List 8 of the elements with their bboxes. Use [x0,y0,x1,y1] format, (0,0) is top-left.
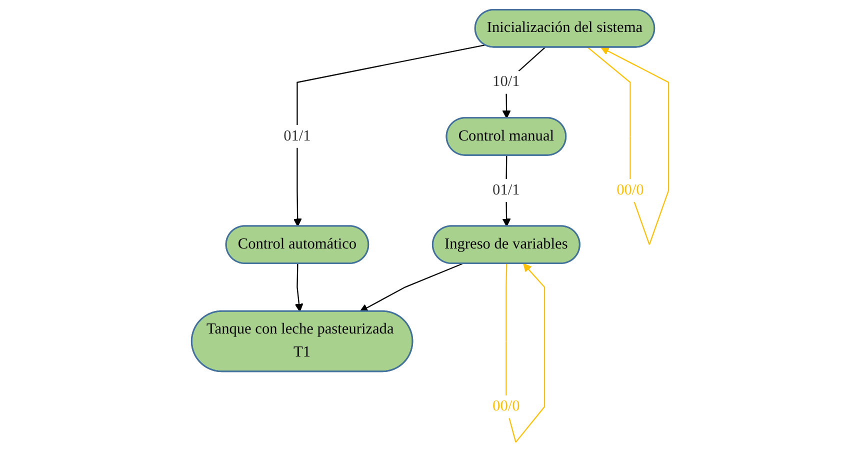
arrow [293,44,486,227]
edge-label: 00/0 [492,398,520,414]
arrow [360,263,462,312]
edge-label: 01/1 [284,128,311,144]
edge-label: 01/1 [492,182,520,198]
edge-label: 00/0 [616,182,644,198]
edge-label: 10/1 [492,74,520,90]
arrow [294,264,304,312]
